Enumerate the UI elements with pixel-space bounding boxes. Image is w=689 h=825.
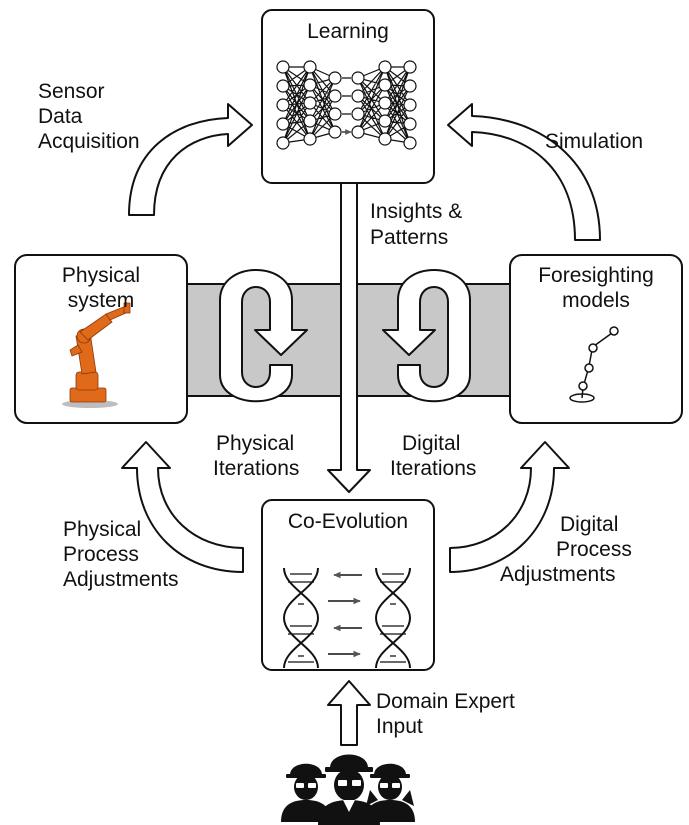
- digital-iterations-loop-icon: [382, 269, 471, 403]
- physical-adjustments-label-line2: Process: [63, 543, 139, 566]
- physical-adjustments-arrow: [121, 441, 244, 573]
- insights-label-line1: Insights &: [370, 200, 463, 223]
- simulation-arrow: [447, 103, 601, 241]
- neural-network-icon: [276, 60, 417, 150]
- physical-system-title-line1: Physical: [61, 264, 141, 287]
- simulation-label: Simulation: [545, 130, 644, 153]
- sensor-acquisition-arrow: [128, 103, 253, 216]
- coevolution-box: [261, 499, 435, 671]
- sensor-label-line1: Sensor: [38, 80, 105, 103]
- foresighting-box: [509, 254, 683, 424]
- digital-adjustments-label-line2: Process: [556, 538, 632, 561]
- foresighting-title-line2: models: [562, 289, 630, 312]
- physical-iterations-loop-icon: [219, 269, 308, 403]
- domain-input-label-line1: Domain Expert: [376, 690, 515, 713]
- coevolution-title: Co-Evolution: [287, 510, 409, 533]
- physical-system-box: [14, 254, 188, 424]
- physical-iterations-label-line1: Physical: [216, 432, 295, 455]
- worker-goggles: [296, 780, 400, 812]
- digital-iterations-label-line1: Digital: [402, 432, 461, 455]
- physical-system-title-line2: system: [67, 289, 135, 312]
- domain-input-label-line2: Input: [376, 715, 423, 738]
- physical-adjustments-label-line1: Physical: [63, 518, 142, 541]
- digital-adjustments-label-line1: Digital: [560, 513, 619, 536]
- sensor-label-line3: Acquisition: [38, 130, 140, 153]
- insights-label-line2: Patterns: [370, 226, 449, 249]
- physical-adjustments-label-line3: Adjustments: [63, 568, 179, 591]
- digital-iterations-label-line2: Iterations: [390, 457, 477, 480]
- stick-robot-arm-icon: [569, 326, 619, 403]
- sensor-label-line2: Data: [38, 105, 83, 128]
- digital-adjustments-label-line3: Adjustments: [500, 563, 616, 586]
- learning-title: Learning: [307, 20, 389, 43]
- physical-iterations-label-line2: Iterations: [213, 457, 300, 480]
- expert-workers-icon: [281, 754, 415, 825]
- dna-helix-icon: [282, 567, 412, 669]
- digital-adjustments-arrow: [449, 441, 570, 573]
- industrial-robot-icon: [62, 302, 131, 408]
- insights-arrow: [327, 179, 371, 493]
- foresighting-title-line1: Foresighting: [538, 264, 654, 287]
- domain-input-arrow: [327, 680, 371, 746]
